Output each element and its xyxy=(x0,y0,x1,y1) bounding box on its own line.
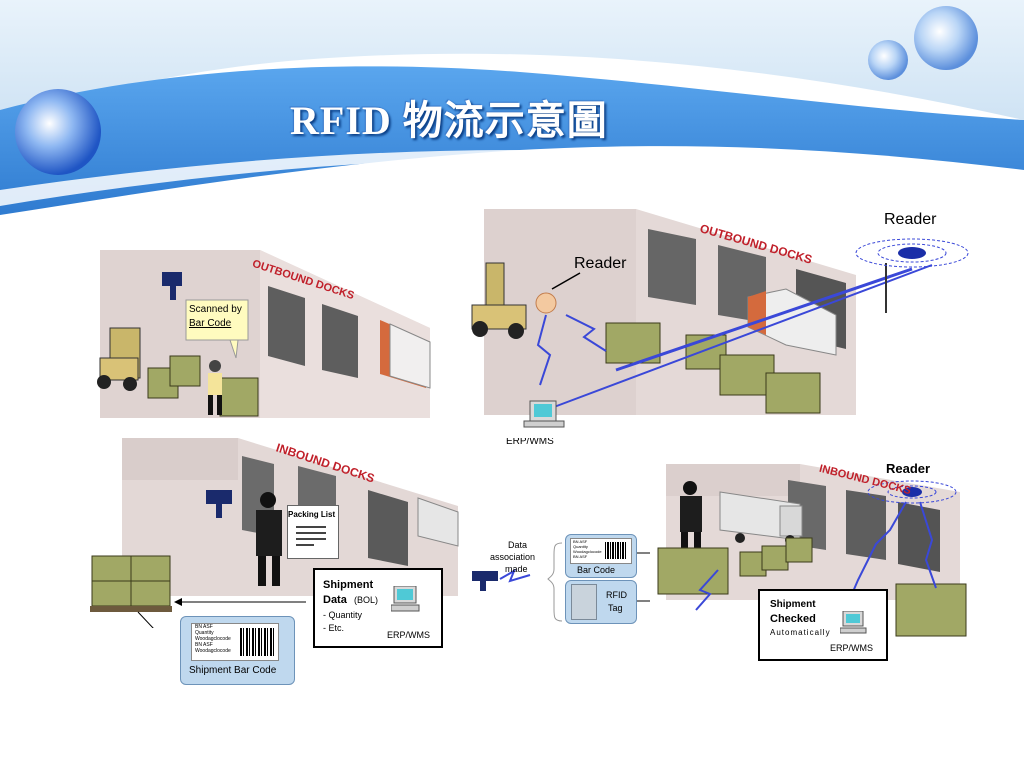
shipment-quantity: - Quantity xyxy=(323,610,363,620)
barcode-caption: Shipment Bar Code xyxy=(189,665,277,676)
scene-outbound-rfid: OUTBOUND DOCKS Reader Reader ERP/WMS xyxy=(466,205,976,445)
barcode-line: Woodagclocode xyxy=(573,549,602,554)
computer-icon xyxy=(840,611,867,634)
computer-label: ERP/WMS xyxy=(387,630,431,640)
shipment-bol: (BOL) xyxy=(354,595,379,605)
barcode-label: BN ASF Quantity Woodagclocode BN ASF xyxy=(570,538,632,564)
barcode-line: BN ASF xyxy=(195,624,213,630)
checked-subtitle: Automatically xyxy=(770,628,831,637)
computer-label: ERP/WMS xyxy=(506,438,554,445)
callout-text: Scanned by xyxy=(189,304,242,315)
barcode-line: Woodagclocode xyxy=(195,636,231,642)
shipment-barcode-card: BN ASF Quantity Woodagclocode BN ASF Woo… xyxy=(180,616,295,685)
shipment-title: Shipment xyxy=(323,579,374,591)
header-banner xyxy=(0,0,1024,215)
shipment-data-label: Data xyxy=(323,594,347,606)
rfid-tag-image xyxy=(571,584,597,620)
scene-inbound-rfid: INBOUND DOCKS Reader xyxy=(650,460,980,660)
shipment-checked-box: Shipment Checked Automatically ERP/WMS xyxy=(758,589,888,661)
reader-label: Reader xyxy=(886,461,931,476)
reader-label: Reader xyxy=(574,255,627,272)
barcode-bars xyxy=(605,542,627,559)
barcode-line: BN ASF xyxy=(573,554,588,559)
packing-list-label: Packing List xyxy=(288,510,336,519)
slide-title: RFID 物流示意圖 xyxy=(290,98,608,143)
association-text: association xyxy=(490,552,536,562)
barcode-bars xyxy=(240,628,274,656)
packing-list: Packing List xyxy=(287,505,339,559)
barcode-card: BN ASF Quantity Woodagclocode BN ASF Bar… xyxy=(565,534,637,578)
barcode-caption: Bar Code xyxy=(577,565,616,575)
rfid-caption: Tag xyxy=(608,603,623,613)
checked-title: Shipment xyxy=(770,599,816,610)
association-text: Data xyxy=(508,540,528,550)
barcode-line: Quantity xyxy=(195,630,214,636)
barcode-label: BN ASF Quantity Woodagclocode BN ASF Woo… xyxy=(191,623,279,661)
computer-label: ERP/WMS xyxy=(830,643,874,653)
shipment-crate xyxy=(90,555,306,628)
reader-label-top: Reader xyxy=(884,211,937,228)
barcode-line: Quantity xyxy=(573,544,588,549)
association-text: made xyxy=(505,564,528,574)
checked-title: Checked xyxy=(770,613,816,625)
rfid-tag-card: RFID Tag xyxy=(565,580,637,624)
barcode-line: BN ASF xyxy=(573,539,588,544)
barcode-line: BN ASF xyxy=(195,642,213,648)
shipment-etc: - Etc. xyxy=(323,623,345,633)
barcode-line: Woodagclocode xyxy=(195,648,231,654)
scene-outbound-barcode: OUTBOUND DOCKS Scanned by Bar Code xyxy=(90,238,440,433)
rfid-caption: RFID xyxy=(606,590,627,600)
callout-underline-text: Bar Code xyxy=(189,318,232,329)
computer-icon xyxy=(391,586,420,612)
shipment-data-box: Shipment Data (BOL) - Quantity - Etc. ER… xyxy=(313,568,443,648)
